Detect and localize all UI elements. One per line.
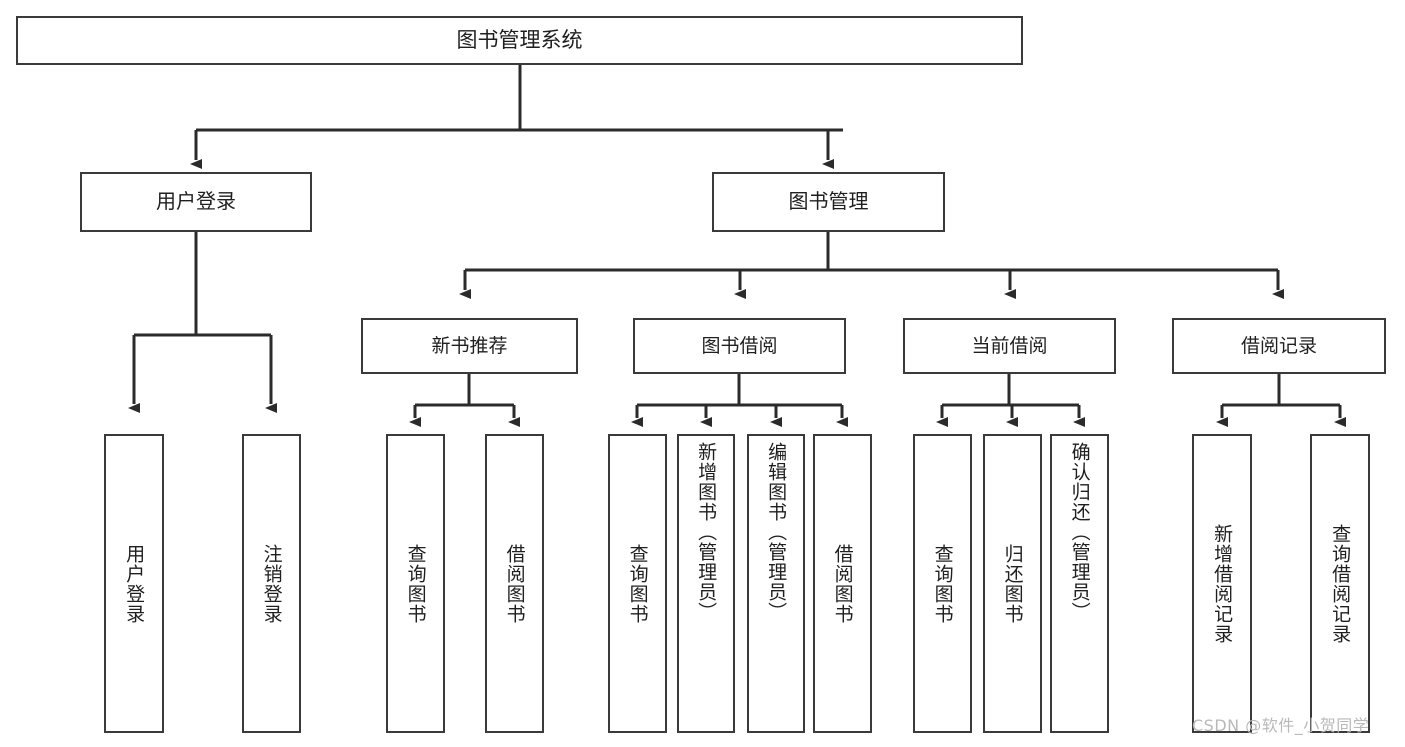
node-root[interactable]: 图书管理系统 bbox=[16, 16, 1023, 65]
leaf-book-borrow-borrow[interactable]: 借阅图书 bbox=[813, 434, 872, 733]
leaf-user-login-logout[interactable]: 注销登录 bbox=[242, 434, 301, 733]
node-borrow-record[interactable]: 借阅记录 bbox=[1172, 318, 1386, 374]
node-book-management[interactable]: 图书管理 bbox=[712, 172, 945, 232]
leaf-book-borrow-borrow-label: 借阅图书 bbox=[831, 543, 854, 624]
leaf-new-book-borrow[interactable]: 借阅图书 bbox=[485, 434, 544, 733]
node-current-borrow-label: 当前借阅 bbox=[971, 334, 1048, 357]
leaf-current-borrow-query-label: 查询图书 bbox=[931, 543, 954, 624]
leaf-user-login-login[interactable]: 用户登录 bbox=[104, 434, 164, 733]
csdn-watermark: CSDN @软件_小贺同学 bbox=[1192, 716, 1370, 735]
node-book-management-label: 图书管理 bbox=[788, 189, 869, 214]
node-user-login[interactable]: 用户登录 bbox=[80, 172, 312, 232]
node-book-borrow-label: 图书借阅 bbox=[701, 334, 778, 357]
leaf-new-book-query-label: 查询图书 bbox=[404, 543, 427, 624]
node-borrow-record-label: 借阅记录 bbox=[1240, 334, 1317, 357]
leaf-current-borrow-return-label: 归还图书 bbox=[1001, 543, 1024, 624]
leaf-borrow-record-add-label: 新增借阅记录 bbox=[1211, 523, 1234, 644]
leaf-book-borrow-edit-label: 编辑图书（管理员） bbox=[765, 442, 788, 622]
leaf-new-book-query[interactable]: 查询图书 bbox=[386, 434, 445, 733]
leaf-current-borrow-query[interactable]: 查询图书 bbox=[913, 434, 972, 733]
leaf-borrow-record-query[interactable]: 查询借阅记录 bbox=[1310, 434, 1370, 733]
node-user-login-label: 用户登录 bbox=[156, 189, 236, 214]
leaf-current-borrow-confirm-label: 确认归还（管理员） bbox=[1068, 442, 1091, 622]
node-root-label: 图书管理系统 bbox=[456, 28, 583, 53]
leaf-book-borrow-add-label: 新增图书（管理员） bbox=[695, 442, 718, 622]
node-new-book-recommend-label: 新书推荐 bbox=[431, 334, 508, 357]
leaf-borrow-record-add[interactable]: 新增借阅记录 bbox=[1192, 434, 1252, 733]
leaf-user-login-login-label: 用户登录 bbox=[123, 543, 146, 624]
leaf-current-borrow-confirm[interactable]: 确认归还（管理员） bbox=[1050, 434, 1109, 733]
leaf-book-borrow-add[interactable]: 新增图书（管理员） bbox=[677, 434, 735, 733]
node-new-book-recommend[interactable]: 新书推荐 bbox=[361, 318, 578, 374]
leaf-book-borrow-edit[interactable]: 编辑图书（管理员） bbox=[747, 434, 805, 733]
leaf-current-borrow-return[interactable]: 归还图书 bbox=[983, 434, 1042, 733]
leaf-book-borrow-query-label: 查询图书 bbox=[626, 543, 649, 624]
node-current-borrow[interactable]: 当前借阅 bbox=[903, 318, 1116, 374]
leaf-new-book-borrow-label: 借阅图书 bbox=[503, 543, 526, 624]
leaf-book-borrow-query[interactable]: 查询图书 bbox=[608, 434, 667, 733]
node-book-borrow[interactable]: 图书借阅 bbox=[633, 318, 846, 374]
leaf-user-login-logout-label: 注销登录 bbox=[260, 543, 283, 624]
leaf-borrow-record-query-label: 查询借阅记录 bbox=[1329, 523, 1352, 644]
